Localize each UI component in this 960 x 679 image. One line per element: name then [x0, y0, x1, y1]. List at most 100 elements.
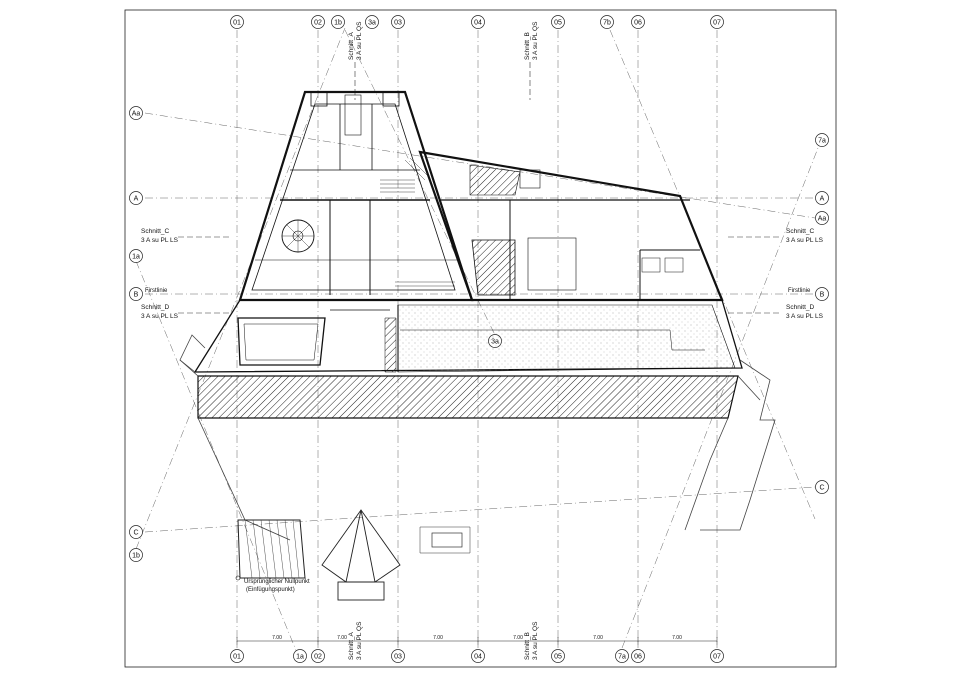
- grid-bubble[interactable]: B: [815, 287, 829, 301]
- section-b-title-bottom: Schnitt_B: [524, 632, 531, 660]
- svg-text:07: 07: [713, 654, 721, 661]
- grid-bubble[interactable]: 02: [311, 15, 325, 29]
- section-c-ref-right: 3 A su PL LS: [786, 237, 824, 244]
- dimension-chain: [236, 637, 718, 645]
- section-b-ref-top: 3 A su PL QS: [532, 21, 539, 60]
- section-d-title-right: Schnitt_D: [786, 304, 814, 311]
- firstlinie-label-left: Firstlinie: [145, 288, 168, 294]
- section-b-ref-bottom: 3 A su PL QS: [532, 621, 539, 660]
- grid-bubble[interactable]: 05: [551, 15, 565, 29]
- svg-text:1b: 1b: [132, 553, 140, 560]
- building-upper-floor: [238, 90, 724, 302]
- grid-bubble[interactable]: 7a: [615, 649, 629, 663]
- svg-text:07: 07: [713, 20, 721, 27]
- section-d-title-left: Schnitt_D: [141, 304, 169, 311]
- grid-bubble[interactable]: Aa: [815, 211, 829, 225]
- grid-bubble[interactable]: 7b: [600, 15, 614, 29]
- dimension-label: 7.00: [513, 635, 523, 641]
- section-a-title-top: Schnitt_A: [348, 32, 355, 60]
- grid-bubble[interactable]: 07: [710, 15, 724, 29]
- grid-bubble[interactable]: 1a: [293, 649, 307, 663]
- svg-text:01: 01: [233, 20, 241, 27]
- grid-bubble[interactable]: 04: [471, 649, 485, 663]
- section-a-title-bottom: Schnitt_A: [348, 632, 355, 660]
- dimension-label: 7.00: [433, 635, 443, 641]
- grid-bubble[interactable]: 03: [391, 15, 405, 29]
- svg-text:04: 04: [474, 654, 482, 661]
- grid-bubble[interactable]: A: [129, 191, 143, 205]
- right-grid-bubbles: 7a A Aa B C: [815, 133, 829, 494]
- hatched-beam: [197, 375, 739, 419]
- svg-text:01: 01: [233, 654, 241, 661]
- svg-text:Aa: Aa: [132, 111, 141, 118]
- svg-text:B: B: [820, 292, 825, 299]
- grid-bubble[interactable]: B: [129, 287, 143, 301]
- section-d-ref-left: 3 A su PL LS: [141, 313, 179, 320]
- dimension-label: 7.00: [672, 635, 682, 641]
- svg-text:3a: 3a: [368, 20, 376, 27]
- left-grid-bubbles: Aa A 1a B C 1b: [129, 106, 143, 562]
- svg-text:A: A: [134, 196, 139, 203]
- svg-text:1b: 1b: [334, 20, 342, 27]
- grid-bubble[interactable]: 7a: [815, 133, 829, 147]
- section-a-ref-bottom: 3 A su PL QS: [356, 621, 363, 660]
- small-features: [419, 526, 471, 554]
- grid-bubble[interactable]: 1a: [129, 249, 143, 263]
- grid-bubble[interactable]: 07: [710, 649, 724, 663]
- grid-bubble[interactable]: 03: [391, 649, 405, 663]
- grid-bubble[interactable]: A: [815, 191, 829, 205]
- svg-text:C: C: [133, 530, 138, 537]
- sheet-frame: [124, 9, 837, 668]
- grid-bubble[interactable]: C: [815, 480, 829, 494]
- svg-text:B: B: [134, 292, 139, 299]
- top-grid-bubbles: 01 02 1b 3a 03 04 05 7b 06 07: [230, 15, 724, 29]
- origin-point-label: Ursprünglicher Nullpunkt: [244, 579, 310, 585]
- svg-text:1a: 1a: [132, 254, 140, 261]
- firstlinie-label-right: Firstlinie: [788, 288, 811, 294]
- svg-text:02: 02: [314, 20, 322, 27]
- dimension-label: 7.00: [337, 635, 347, 641]
- svg-text:05: 05: [554, 654, 562, 661]
- svg-text:03: 03: [394, 20, 402, 27]
- grid-bubble[interactable]: 3a: [365, 15, 379, 29]
- svg-text:7b: 7b: [603, 20, 611, 27]
- grid-bubble[interactable]: Aa: [129, 106, 143, 120]
- svg-text:1a: 1a: [296, 654, 304, 661]
- grid-bubble[interactable]: 01: [230, 15, 244, 29]
- svg-text:02: 02: [314, 654, 322, 661]
- building-lower-floor: [193, 299, 743, 373]
- svg-text:Aa: Aa: [818, 216, 827, 223]
- section-lines: [178, 62, 782, 314]
- svg-text:7a: 7a: [618, 654, 626, 661]
- grid-bubble[interactable]: 06: [631, 15, 645, 29]
- section-a-ref-top: 3 A su PL QS: [356, 21, 363, 60]
- svg-text:06: 06: [634, 20, 642, 27]
- grid-bubble[interactable]: 06: [631, 649, 645, 663]
- svg-text:7a: 7a: [818, 138, 826, 145]
- grid-bubble[interactable]: 01: [230, 649, 244, 663]
- svg-text:A: A: [820, 196, 825, 203]
- origin-point-sublabel: (Einfügungspunkt): [246, 587, 295, 593]
- section-c-title-right: Schnitt_C: [786, 228, 814, 235]
- grid-bubble[interactable]: 1b: [331, 15, 345, 29]
- section-b-title-top: Schnitt_B: [524, 32, 531, 60]
- section-c-title-left: Schnitt_C: [141, 228, 169, 235]
- grid-bubble[interactable]: 05: [551, 649, 565, 663]
- svg-text:04: 04: [474, 20, 482, 27]
- grid-bubble[interactable]: 1b: [129, 548, 143, 562]
- section-c-ref-left: 3 A su PL LS: [141, 237, 179, 244]
- grid-bubble[interactable]: 04: [471, 15, 485, 29]
- bottom-grid-bubbles: 01 1a 02 03 04 05 7a 06 07: [230, 649, 724, 663]
- entrance-stair: [237, 519, 306, 579]
- pavilion-roof: [321, 509, 401, 601]
- section-d-ref-right: 3 A su PL LS: [786, 313, 824, 320]
- grid-bubble[interactable]: C: [129, 525, 143, 539]
- svg-text:05: 05: [554, 20, 562, 27]
- svg-text:03: 03: [394, 654, 402, 661]
- origin-point-marker: [235, 575, 241, 581]
- svg-text:06: 06: [634, 654, 642, 661]
- grid-bubble[interactable]: 02: [311, 649, 325, 663]
- dimension-label: 7.00: [593, 635, 603, 641]
- svg-text:C: C: [819, 485, 824, 492]
